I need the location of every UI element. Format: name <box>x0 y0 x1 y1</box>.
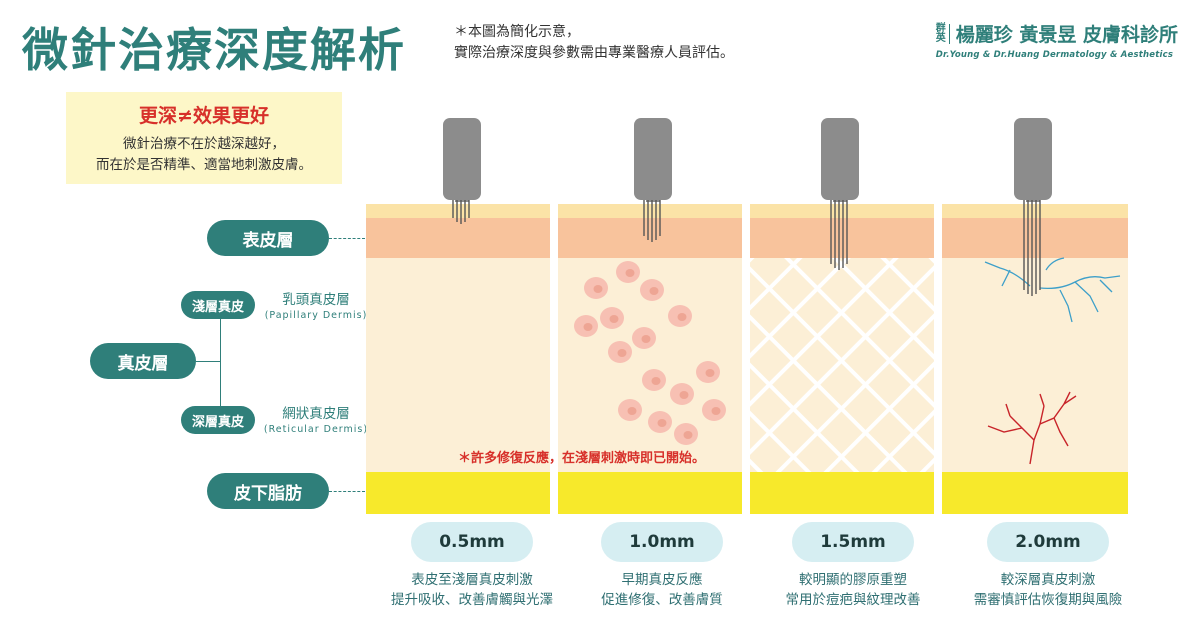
microneedle-2-0mm <box>1014 118 1052 296</box>
disclaimer-note: ＊本圖為簡化示意， 實際治療深度與參數需由專業醫療人員評估。 <box>454 22 734 64</box>
dermis-bracket <box>220 304 221 418</box>
key-message-callout: 更深≠效果更好 微針治療不在於越深越好， 而在於是否精準、適當地刺激皮膚。 <box>66 92 342 184</box>
microneedle-1-0mm <box>634 118 672 242</box>
deep-dermis-label: 深層真皮 <box>181 406 255 434</box>
epidermis-leader-line <box>329 238 365 239</box>
papillary-en: (Papillary Dermis) <box>264 310 368 321</box>
panel-0-5mm <box>366 118 550 514</box>
callout-body: 微針治療不在於越深越好， 而在於是否精準、適當地刺激皮膚。 <box>66 134 342 176</box>
panel-1-5mm <box>750 118 934 514</box>
red-vessels <box>987 391 1077 465</box>
depth-pill-1-5mm: 1.5mm <box>792 522 914 562</box>
dermis-connector <box>196 361 220 362</box>
desc-line-1: 表皮至淺層真皮刺激 <box>411 572 533 588</box>
depth-pill-2-0mm: 2.0mm <box>987 522 1109 562</box>
clinic-subtitle: Dr.Young & Dr.Huang Dermatology & Aesthe… <box>935 50 1174 60</box>
depth-desc-1-0mm: 早期真皮反應 促進修復、改善膚質 <box>557 570 767 610</box>
disclaimer-line-1: ＊本圖為簡化示意， <box>454 24 580 40</box>
dermis-label: 真皮層 <box>90 343 196 379</box>
microneedle-1-5mm <box>821 118 859 270</box>
desc-line-1: 早期真皮反應 <box>621 572 703 588</box>
desc-line-2: 促進修復、改善膚質 <box>601 592 723 608</box>
depth-pill-1-0mm: 1.0mm <box>601 522 723 562</box>
callout-line-1: 微針治療不在於越深越好， <box>123 136 285 152</box>
papillary-zh: 乳頭真皮層 <box>282 292 350 308</box>
desc-line-2: 提升吸收、改善膚觸與光澤 <box>391 592 553 608</box>
papillary-dermis-label: 乳頭真皮層 (Papillary Dermis) <box>258 288 374 321</box>
depth-desc-0-5mm: 表皮至淺層真皮刺激 提升吸收、改善膚觸與光澤 <box>367 570 577 610</box>
subcutaneous-fat-label: 皮下脂肪 <box>207 473 329 509</box>
clinic-brand: 群英 楊麗珍 黃景昱 皮膚科診所 Dr.Young & Dr.Huang Der… <box>936 20 1178 60</box>
blue-nerve-branches <box>984 257 1121 323</box>
desc-line-1: 較深層真皮刺激 <box>1000 572 1096 588</box>
callout-headline: 更深≠效果更好 <box>139 105 269 127</box>
clinic-badge: 群英 <box>936 23 950 44</box>
reticular-dermis-label: 網狀真皮層 (Reticular Dermis) <box>258 402 374 435</box>
repair-annotation: ＊許多修復反應，在淺層刺激時即已開始。 <box>458 451 706 466</box>
epidermis-label: 表皮層 <box>207 220 329 256</box>
reticular-en: (Reticular Dermis) <box>263 424 369 435</box>
clinic-name: 楊麗珍 黃景昱 皮膚科診所 <box>955 24 1178 46</box>
panel-1-0mm <box>558 118 742 514</box>
reticular-zh: 網狀真皮層 <box>282 406 350 422</box>
depth-desc-2-0mm: 較深層真皮刺激 需審慎評估恢復期與風險 <box>943 570 1153 610</box>
desc-line-2: 需審慎評估恢復期與風險 <box>973 592 1123 608</box>
page-title: 微針治療深度解析 <box>22 23 406 77</box>
callout-line-2: 而在於是否精準、適當地刺激皮膚。 <box>96 157 312 173</box>
depth-pill-0-5mm: 0.5mm <box>411 522 533 562</box>
microneedle-0-5mm <box>443 118 481 224</box>
panel-2-0mm <box>942 118 1128 514</box>
shallow-dermis-label: 淺層真皮 <box>181 291 255 319</box>
fat-leader-line <box>329 491 365 492</box>
disclaimer-line-2: 實際治療深度與參數需由專業醫療人員評估。 <box>454 45 734 61</box>
desc-line-2: 常用於痘疤與紋理改善 <box>785 592 921 608</box>
collagen-mesh <box>750 258 934 472</box>
depth-desc-1-5mm: 較明顯的膠原重塑 常用於痘疤與紋理改善 <box>748 570 958 610</box>
desc-line-1: 較明顯的膠原重塑 <box>799 572 907 588</box>
